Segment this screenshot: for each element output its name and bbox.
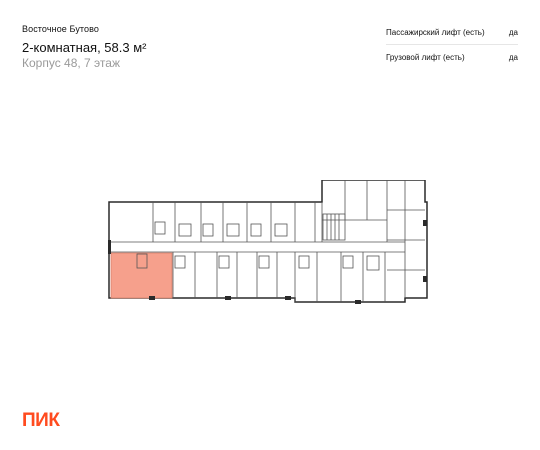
spec-value: да <box>508 52 518 62</box>
floor-plan <box>108 180 428 304</box>
specs-list: Пассажирский лифт (есть) да Грузовой лиф… <box>386 20 518 69</box>
spec-row-freight-lift: Грузовой лифт (есть) да <box>386 45 518 69</box>
pik-logo[interactable]: ПИК <box>22 410 60 431</box>
highlighted-apartment[interactable] <box>110 252 173 299</box>
project-name: Восточное Бутово <box>22 24 100 34</box>
spec-row-passenger-lift: Пассажирский лифт (есть) да <box>386 20 518 45</box>
spec-label: Пассажирский лифт (есть) <box>386 27 485 37</box>
apartment-title: 2-комнатная, 58.3 м² <box>22 40 147 55</box>
building-floor: Корпус 48, 7 этаж <box>22 56 120 70</box>
spec-label: Грузовой лифт (есть) <box>386 52 465 62</box>
spec-value: да <box>508 27 518 37</box>
